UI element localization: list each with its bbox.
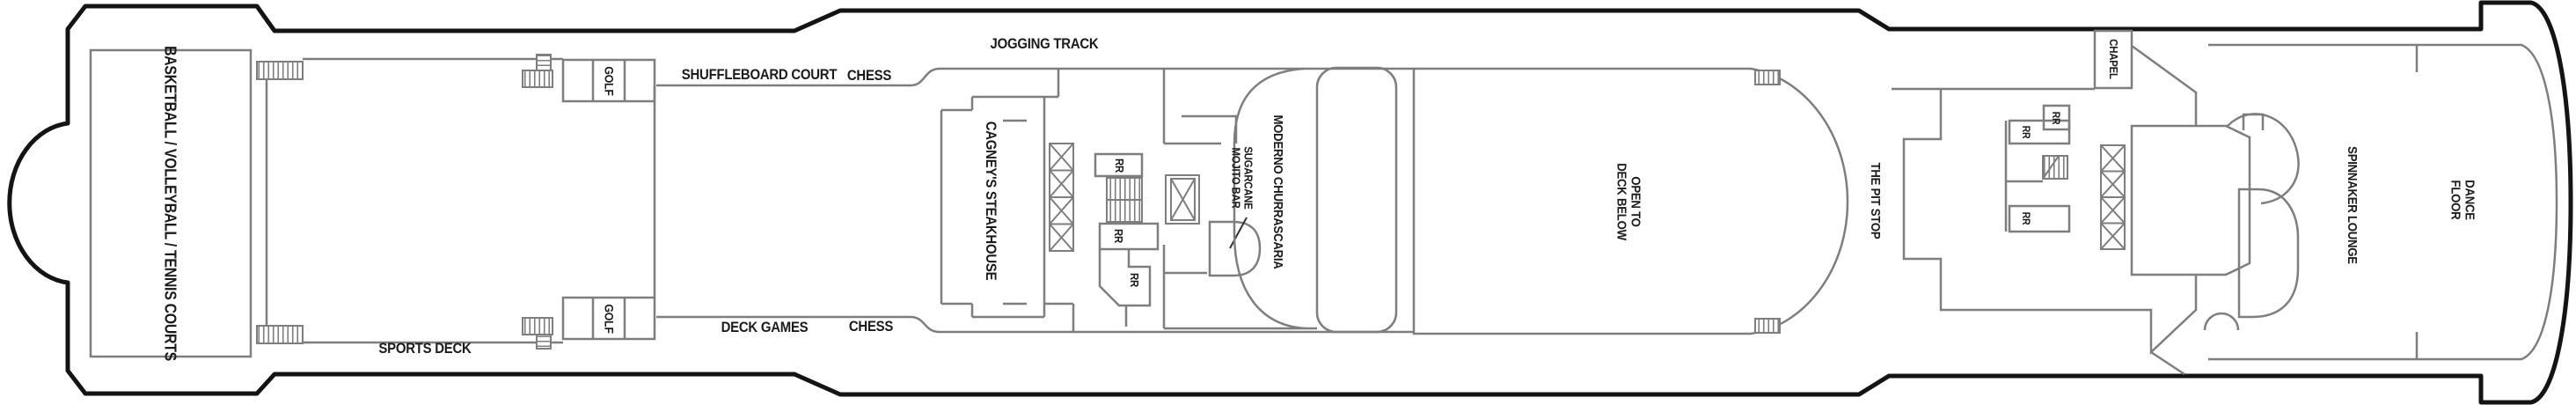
stage-structure: [2130, 124, 2251, 276]
chapel-room: [2093, 29, 2133, 90]
the-pit-stop-label: THE PIT STOP: [1867, 162, 1883, 239]
restroom-label: RR: [1112, 158, 1126, 173]
dance-floor-label: DANCE FLOOR: [2448, 180, 2477, 220]
restroom-box: [2008, 119, 2071, 145]
stairs-icon: [522, 70, 553, 88]
spinnaker-lounge-label: SPINNAKER LOUNGE: [2344, 146, 2360, 264]
golf-label-bottom: GOLF: [602, 304, 617, 334]
service-core-walls: [1162, 69, 1317, 330]
stairs-icon: [1754, 70, 1781, 85]
stairs-edge: [2042, 155, 2060, 180]
stairs-icon: [256, 61, 304, 80]
jogging-track-label: JOGGING TRACK: [990, 35, 1099, 53]
open-to-deck-below-label: OPEN TO DECK BELOW: [1614, 163, 1643, 240]
lounge-inner-boundary: [2208, 43, 2558, 361]
pit-stop-walls: [1892, 87, 2198, 376]
sports-deck-label: SPORTS DECK: [378, 340, 472, 357]
moderno-room-wall: [1233, 67, 1306, 330]
chapel-label: CHAPEL: [2106, 39, 2120, 79]
restroom-box: [2008, 204, 2071, 233]
restroom-label: RR: [2020, 211, 2033, 225]
funnel-structure: [1315, 66, 1398, 334]
ship-hull-outline: [7, 0, 2573, 405]
restroom-box: [2042, 104, 2071, 131]
basketball-volleyball-tennis-courts-label: BASKETBALL / VOLLEYBALL / TENNIS COURTS: [161, 46, 179, 361]
restroom-room: [1098, 249, 1152, 327]
promenade-boundary-bottom: [656, 315, 1414, 334]
label-leader-line: [1229, 217, 1248, 249]
moderno-churrascaria-label: MODERNO CHURRASCARIA: [1270, 114, 1285, 269]
cagneys-room-walls: [940, 69, 1075, 332]
alcove-arc: [2203, 312, 2240, 331]
restroom-label: RR: [1127, 272, 1141, 288]
cagneys-steakhouse-label: CAGNEY'S STEAKHOUSE: [982, 121, 999, 281]
restroom-label: RR: [2020, 125, 2033, 139]
sports-court: [89, 48, 252, 358]
stairs-icon: [536, 54, 552, 71]
stairs-icon: [522, 317, 553, 335]
restroom-box: [1094, 152, 1144, 178]
elevator-icon: [1165, 174, 1200, 225]
sugarcane-mojito-bar-label: SUGARCANE MOJITO BAR: [1230, 146, 1255, 210]
deck-games-label: DECK GAMES: [721, 319, 809, 336]
chess-label-top: CHESS: [846, 67, 892, 85]
restroom-label: RR: [2050, 111, 2063, 125]
chapel-diagonal-walls: [2131, 44, 2198, 126]
stairs-icon: [2042, 155, 2068, 180]
chess-label-bottom: CHESS: [848, 318, 894, 335]
elevator-icon: [2100, 144, 2126, 250]
stairs-icon: [1754, 318, 1781, 334]
door-marks: [1003, 119, 1027, 306]
restroom-label: RR: [1111, 228, 1125, 244]
elevator-icon: [1049, 143, 1074, 252]
golf-cage: [561, 58, 656, 341]
promenade-boundary-top: [656, 67, 1414, 87]
restroom-walls: [2004, 121, 2043, 232]
deck-connector-walls: [303, 57, 563, 344]
golf-label-top: GOLF: [602, 66, 617, 96]
stairs-icon: [536, 334, 552, 350]
shuffleboard-court-label: SHUFFLEBOARD COURT: [681, 66, 838, 84]
open-deck-structure: [1412, 67, 1849, 335]
stairs-icon: [256, 325, 304, 344]
bar-structure: [2227, 113, 2300, 319]
